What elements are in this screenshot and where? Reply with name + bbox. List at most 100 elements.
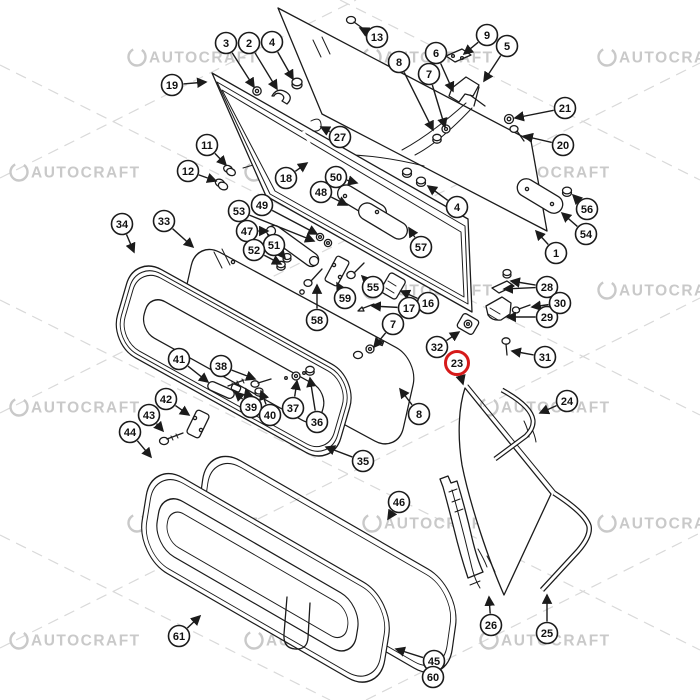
callout-16[interactable]: 16 (416, 291, 440, 315)
callout-59[interactable]: 59 (333, 286, 357, 310)
svg-text:36: 36 (311, 417, 323, 429)
svg-text:50: 50 (330, 172, 342, 184)
callout-57[interactable]: 57 (409, 235, 433, 259)
callout-32[interactable]: 32 (425, 335, 449, 359)
leader-line (571, 193, 584, 206)
callout-38[interactable]: 38 (209, 354, 233, 378)
callout-7[interactable]: 7 (381, 312, 405, 336)
division-bar-26 (439, 475, 484, 589)
svg-text:4: 4 (269, 37, 276, 49)
callout-5[interactable]: 5 (495, 34, 519, 58)
callout-9[interactable]: 9 (475, 23, 499, 47)
screw-17 (357, 303, 375, 312)
callout-50[interactable]: 50 (324, 165, 348, 189)
callout-1[interactable]: 1 (544, 241, 568, 265)
leader-line (462, 41, 479, 56)
callout-55[interactable]: 55 (361, 275, 385, 299)
callout-6[interactable]: 6 (424, 41, 448, 65)
leader-line (538, 404, 557, 415)
callout-8[interactable]: 8 (407, 402, 431, 426)
svg-text:17: 17 (403, 303, 415, 315)
svg-text:32: 32 (431, 342, 443, 354)
watermark: AUTOCRAFT (597, 47, 700, 67)
callout-61[interactable]: 61 (167, 624, 191, 648)
callout-40[interactable]: 40 (258, 403, 282, 427)
callout-19[interactable]: 19 (160, 73, 184, 97)
leader-line (522, 132, 552, 144)
callout-53[interactable]: 53 (227, 199, 251, 223)
svg-text:6: 6 (433, 48, 439, 60)
callout-46[interactable]: 46 (387, 490, 411, 514)
callout-26[interactable]: 26 (479, 613, 503, 637)
callout-41[interactable]: 41 (167, 347, 191, 371)
callout-36[interactable]: 36 (305, 410, 329, 434)
callout-25[interactable]: 25 (535, 621, 559, 645)
callout-47[interactable]: 47 (235, 219, 259, 243)
callout-4[interactable]: 4 (445, 195, 469, 219)
callout-11[interactable]: 11 (195, 133, 219, 157)
callout-23[interactable]: 23 (444, 350, 470, 376)
striker-plate-59 (324, 255, 350, 287)
callout-49[interactable]: 49 (250, 193, 274, 217)
callout-24[interactable]: 24 (555, 389, 579, 413)
callout-34[interactable]: 34 (110, 212, 134, 236)
leader-line (254, 52, 278, 91)
svg-text:47: 47 (241, 226, 253, 238)
callout-13[interactable]: 13 (365, 25, 389, 49)
callout-21[interactable]: 21 (553, 96, 577, 120)
leader-line (394, 646, 424, 659)
callout-18[interactable]: 18 (274, 166, 298, 190)
leader-line (153, 420, 165, 433)
callout-44[interactable]: 44 (118, 420, 142, 444)
svg-text:54: 54 (580, 229, 593, 241)
callout-52[interactable]: 52 (242, 238, 266, 262)
callout-3[interactable]: 3 (214, 31, 238, 55)
callout-56[interactable]: 56 (575, 197, 599, 221)
svg-text:13: 13 (371, 32, 383, 44)
callout-17[interactable]: 17 (397, 296, 421, 320)
leader-line (214, 152, 228, 167)
svg-text:43: 43 (143, 410, 155, 422)
svg-text:AUTOCRAFT: AUTOCRAFT (31, 400, 141, 417)
callout-35[interactable]: 35 (351, 449, 375, 473)
callout-58[interactable]: 58 (305, 308, 329, 332)
callout-7[interactable]: 7 (417, 62, 441, 86)
callout-37[interactable]: 37 (281, 396, 305, 420)
svg-text:56: 56 (581, 204, 593, 216)
svg-text:49: 49 (256, 200, 268, 212)
svg-text:8: 8 (416, 409, 422, 421)
leader-line (277, 51, 294, 81)
svg-text:7: 7 (426, 69, 432, 81)
leader-line (399, 289, 418, 300)
callout-20[interactable]: 20 (551, 133, 575, 157)
callout-31[interactable]: 31 (533, 345, 557, 369)
callout-48[interactable]: 48 (309, 180, 333, 204)
callout-27[interactable]: 27 (328, 125, 352, 149)
svg-text:34: 34 (116, 219, 129, 231)
leader-line (358, 27, 371, 37)
callout-8[interactable]: 8 (387, 50, 411, 74)
svg-text:33: 33 (158, 216, 170, 228)
svg-text:58: 58 (311, 315, 323, 327)
callout-45[interactable]: 45 (422, 649, 446, 673)
callout-42[interactable]: 42 (154, 387, 178, 411)
callout-4[interactable]: 4 (260, 30, 284, 54)
callout-12[interactable]: 12 (176, 159, 200, 183)
callout-29[interactable]: 29 (535, 305, 559, 329)
svg-text:61: 61 (173, 631, 185, 643)
svg-text:23: 23 (451, 358, 463, 370)
callout-60[interactable]: 60 (421, 665, 445, 689)
svg-text:59: 59 (339, 293, 351, 305)
callout-43[interactable]: 43 (137, 403, 161, 427)
callout-2[interactable]: 2 (237, 31, 261, 55)
callout-54[interactable]: 54 (574, 222, 598, 246)
leader-line (231, 52, 255, 89)
callout-30[interactable]: 30 (548, 291, 572, 315)
callout-39[interactable]: 39 (239, 395, 263, 419)
callout-51[interactable]: 51 (262, 233, 286, 257)
callout-33[interactable]: 33 (152, 209, 176, 233)
callout-28[interactable]: 28 (535, 275, 559, 299)
svg-text:AUTOCRAFT: AUTOCRAFT (619, 283, 700, 300)
